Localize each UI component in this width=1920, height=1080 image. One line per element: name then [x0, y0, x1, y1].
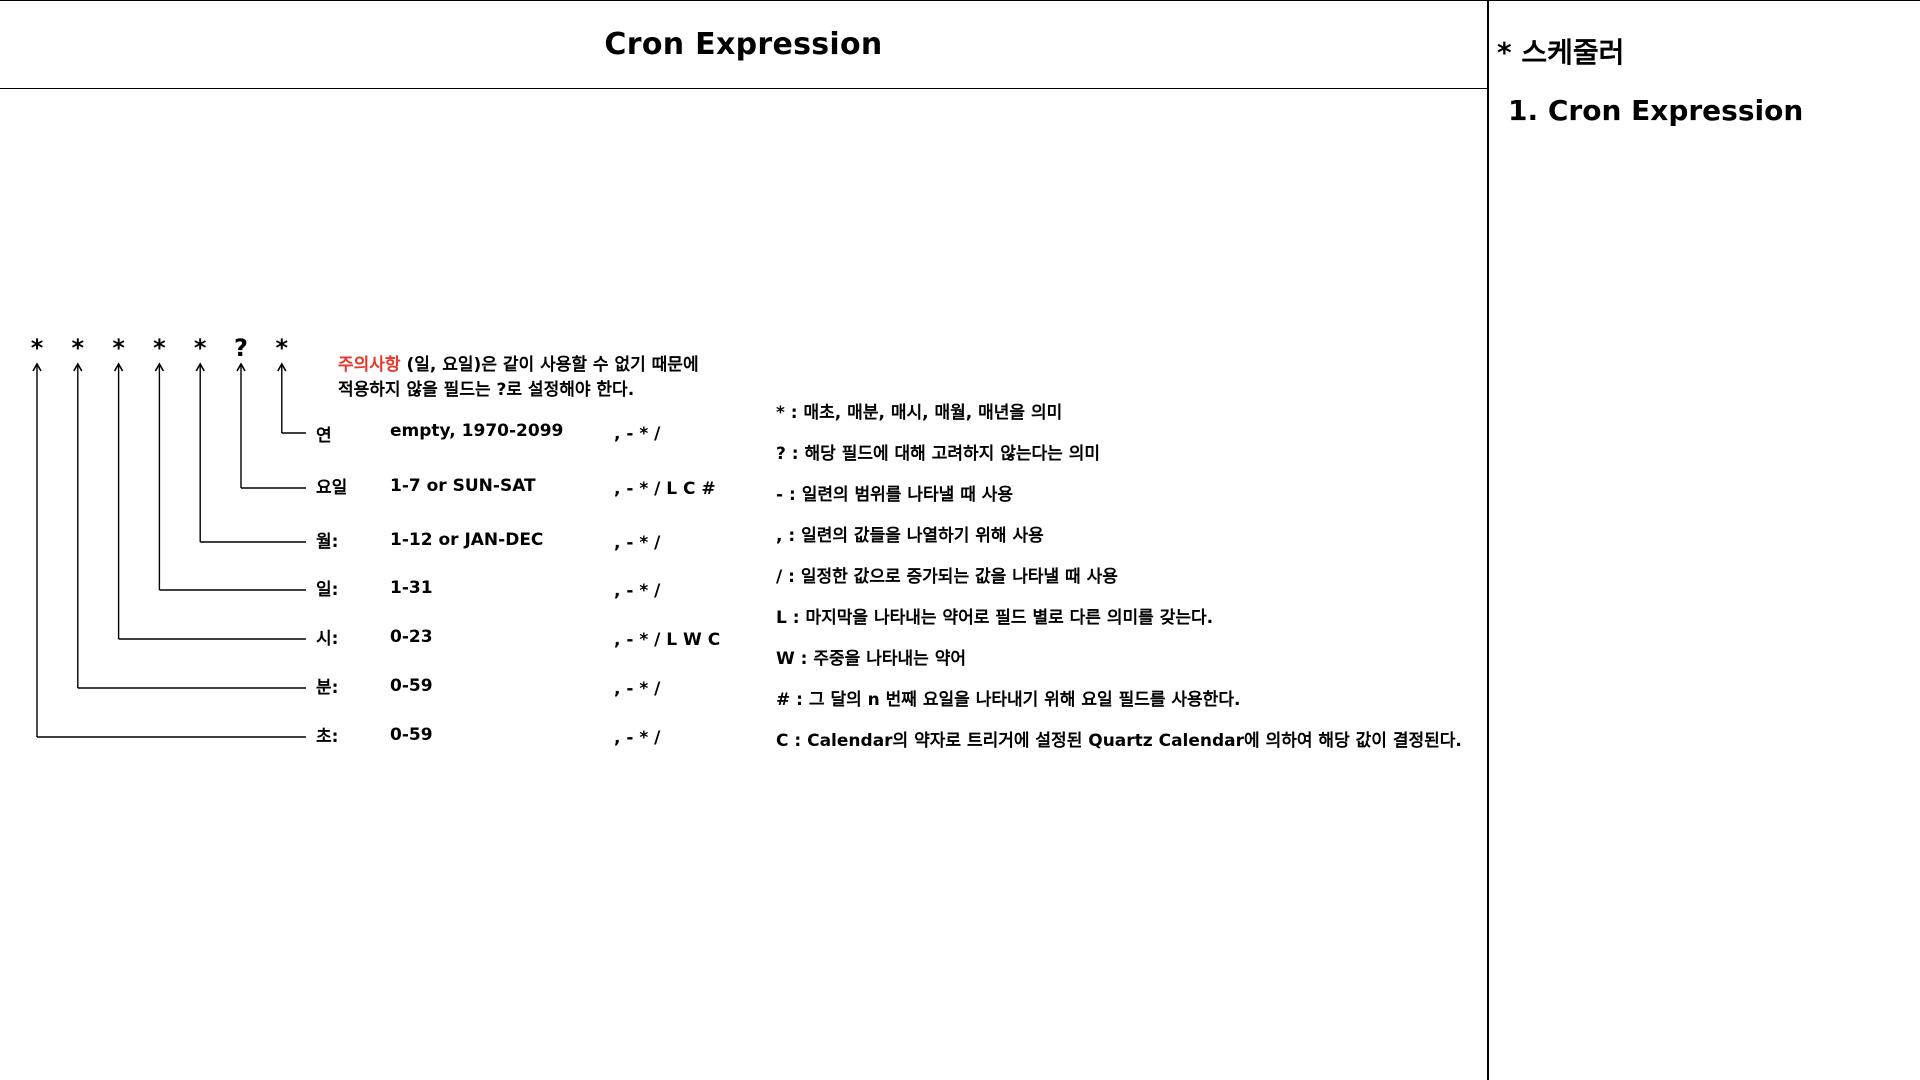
cron-symbol: ? — [234, 334, 248, 362]
arrowhead — [154, 362, 165, 372]
field-name: 초: — [316, 727, 338, 747]
sidebar: * 스케줄러 1. Cron Expression — [1487, 1, 1920, 1080]
cron-symbol: * — [194, 334, 207, 362]
field-range: 1-31 — [390, 578, 433, 598]
sidebar-heading: * 스케줄러 — [1497, 36, 1625, 69]
cron-symbol: * — [31, 334, 44, 362]
field-special-chars: , - * / L W C — [614, 630, 720, 650]
arrowhead — [236, 362, 246, 372]
connector-line — [240, 364, 306, 489]
arrowhead — [32, 362, 42, 372]
cron-field-diagram: * * * * *? * 연 empty, 1970-2099 , - * / 요일 1-7 or … — [31, 334, 720, 748]
sidebar-item-cron-expression[interactable]: 1. Cron Expression — [1508, 94, 1804, 127]
field-special-chars: , - * / — [614, 679, 661, 699]
field-name: 요일 — [316, 478, 347, 498]
field-special-chars: , - * / — [614, 533, 661, 553]
field-range: 1-7 or SUN-SAT — [390, 476, 536, 496]
legend-item: * : 매초, 매분, 매시, 매월, 매년을 의미 — [776, 403, 1063, 423]
cron-symbol: * — [153, 334, 166, 362]
warning-text: (일, 요일)은 같이 사용할 수 없기 때문에 — [400, 355, 699, 375]
field-range: 1-12 or JAN-DEC — [390, 530, 543, 550]
cron-symbol: * — [72, 334, 85, 362]
warning-line-1: 주의사항 (일, 요일)은 같이 사용할 수 없기 때문에 — [338, 353, 699, 378]
warning-note: 주의사항 (일, 요일)은 같이 사용할 수 없기 때문에 적용하지 않을 필드… — [338, 353, 699, 403]
connector-line — [158, 364, 306, 591]
connector-line — [281, 364, 306, 434]
field-special-chars: , - * / — [614, 424, 661, 444]
field-range: 0-23 — [390, 627, 433, 647]
legend-item: , : 일련의 값들을 나열하기 위해 사용 — [776, 526, 1044, 546]
legend-item: W : 주중을 나타내는 약어 — [776, 649, 966, 669]
field-special-chars: , - * / L C # — [614, 479, 716, 499]
field-name: 분: — [316, 678, 338, 698]
warning-label: 주의사항 — [338, 355, 401, 375]
connector-line — [36, 364, 306, 738]
field-name: 시: — [316, 629, 338, 649]
cron-symbol: * — [276, 334, 289, 362]
field-name: 월: — [316, 532, 338, 552]
main-header: Cron Expression — [0, 1, 1487, 89]
arrowhead — [195, 362, 205, 372]
connector-line — [199, 364, 306, 543]
arrowhead — [113, 362, 124, 372]
connector-line — [117, 364, 306, 640]
cron-symbol: * — [112, 334, 125, 362]
field-range: 0-59 — [390, 676, 433, 696]
legend-item: - : 일련의 범위를 나타낼 때 사용 — [776, 485, 1014, 505]
field-name: 연 — [316, 426, 332, 446]
arrowhead — [277, 362, 287, 372]
field-special-chars: , - * / — [614, 581, 661, 601]
warning-line-2: 적용하지 않을 필드는 ?로 설정해야 한다. — [338, 380, 635, 400]
special-character-legend: * : 매초, 매분, 매시, 매월, 매년을 의미 ? : 해당 필드에 대해… — [776, 401, 1462, 770]
field-range: empty, 1970-2099 — [390, 421, 563, 441]
field-special-chars: , - * / — [614, 728, 661, 748]
connector-line — [77, 364, 306, 689]
legend-item: L : 마지막을 나타내는 약어로 필드 별로 다른 의미를 갖는다. — [776, 608, 1214, 628]
legend-item: / : 일정한 값으로 증가되는 값을 나타낼 때 사용 — [776, 567, 1118, 587]
page-title: Cron Expression — [604, 27, 883, 62]
legend-item: C : Calendar의 약자로 트리거에 설정된 Quartz Calend… — [776, 731, 1462, 751]
legend-item: ? : 해당 필드에 대해 고려하지 않는다는 의미 — [776, 444, 1100, 464]
legend-item: # : 그 달의 n 번째 요일을 나타내기 위해 요일 필드를 사용한다. — [776, 690, 1241, 710]
field-range: 0-59 — [390, 725, 433, 745]
arrowhead — [73, 362, 83, 372]
field-name: 일: — [316, 580, 338, 600]
